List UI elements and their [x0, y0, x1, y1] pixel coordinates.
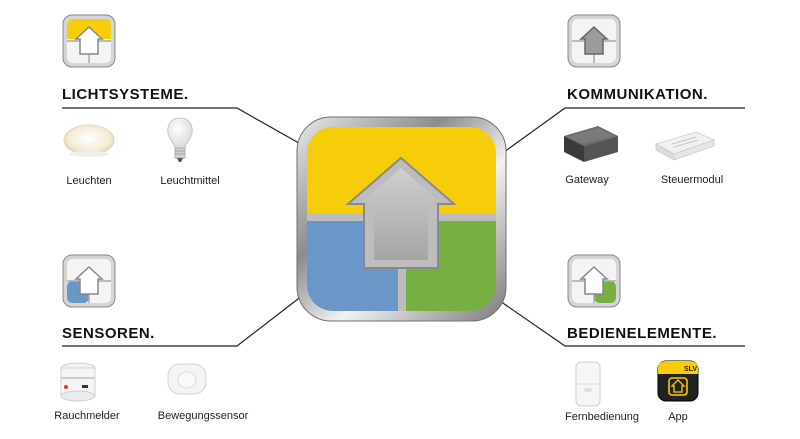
leuchten-label: Leuchten: [66, 175, 112, 187]
lichtsysteme-title: LICHTSYSTEME.: [62, 86, 189, 103]
remote-control-image: [575, 361, 601, 407]
sensoren-title: SENSOREN.: [62, 325, 155, 342]
light-bulb-image: [167, 117, 193, 162]
lichtsysteme-app-icon: [62, 14, 116, 68]
control-module-image: [654, 131, 716, 161]
kommunikation-title: KOMMUNIKATION.: [567, 86, 708, 103]
motion-sensor-image: [167, 363, 207, 395]
smoke-detector-image: [60, 362, 96, 402]
bedienelemente-app-icon: [567, 254, 621, 308]
leuchtmittel-label: Leuchtmittel: [160, 175, 220, 187]
app-label: App: [668, 411, 688, 423]
rauchmelder-label: Rauchmelder: [54, 410, 120, 422]
slv-badge-text: SLV: [684, 366, 697, 373]
gateway-label: Gateway: [565, 174, 609, 186]
steuermodul-label: Steuermodul: [660, 174, 724, 186]
kommunikation-app-icon: [567, 14, 621, 68]
sensoren-app-icon: [62, 254, 116, 308]
fernbedienung-label: Fernbedienung: [564, 411, 639, 423]
ceiling-light-image: [63, 124, 115, 157]
slv-app-icon: SLV: [657, 360, 699, 402]
center-app-logo: [296, 116, 507, 322]
gateway-image: [564, 126, 618, 162]
bedienelemente-title: BEDIENELEMENTE.: [567, 325, 718, 342]
bewegungssensor-label: Bewegungssensor: [157, 410, 249, 422]
